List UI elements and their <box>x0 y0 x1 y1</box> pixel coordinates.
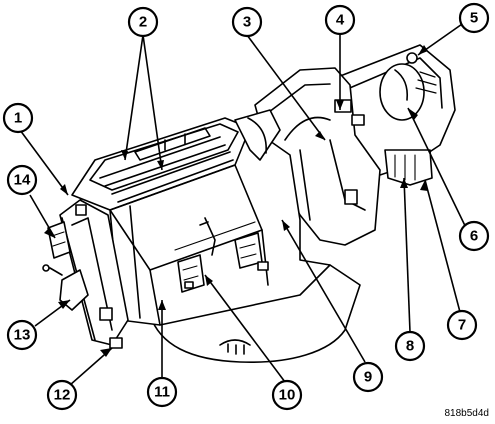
lower-housing <box>149 264 361 364</box>
callout-circle-14 <box>6 164 38 196</box>
leader-8 <box>403 177 411 333</box>
leader-10 <box>204 274 286 383</box>
callout-label-5: 5 <box>470 10 478 27</box>
housing-line-art <box>42 44 456 364</box>
leader-3 <box>246 34 326 141</box>
callout-circle-5 <box>458 2 490 34</box>
leader-9 <box>281 219 366 363</box>
callout-label-8: 8 <box>406 338 414 355</box>
arrowheads <box>44 45 428 357</box>
callout-label-1: 1 <box>14 110 22 127</box>
callout-circle-1 <box>2 102 34 134</box>
callout-circle-13 <box>6 319 38 351</box>
leader-6 <box>407 107 471 237</box>
blower-motor <box>379 63 425 121</box>
leader-14 <box>29 194 56 239</box>
leader-2b <box>142 34 163 171</box>
callout-label-9: 9 <box>364 369 372 386</box>
callout-circle-7 <box>446 309 478 341</box>
leader-7 <box>424 179 461 313</box>
callout-circle-4 <box>324 4 356 36</box>
callout-circles <box>2 2 490 411</box>
callout-circle-10 <box>271 379 303 411</box>
callout-label-3: 3 <box>243 14 251 31</box>
callout-label-2: 2 <box>139 14 147 31</box>
callout-label-14: 14 <box>14 172 31 189</box>
callout-label-10: 10 <box>279 387 296 404</box>
callout-circle-12 <box>46 379 78 411</box>
callout-circle-2 <box>127 6 159 38</box>
leader-2a <box>124 34 144 161</box>
leader-1 <box>19 129 69 196</box>
callout-label-11: 11 <box>154 384 170 401</box>
callout-label-12: 12 <box>54 387 71 404</box>
blower-outlet <box>384 149 433 186</box>
callout-circle-9 <box>352 361 384 393</box>
callout-circle-3 <box>231 6 263 38</box>
callout-circle-8 <box>394 330 426 362</box>
drain-tube <box>59 269 89 311</box>
temp-sensor-connector <box>47 221 71 259</box>
callout-labels: 1 2 3 4 5 6 7 8 9 10 11 12 13 14 <box>14 10 479 404</box>
callout-label-6: 6 <box>470 228 478 245</box>
callout-label-4: 4 <box>336 12 345 29</box>
callout-circle-11 <box>146 376 178 408</box>
callout-label-7: 7 <box>458 317 466 334</box>
figure-code: 818b5d4d <box>445 408 490 419</box>
callout-label-13: 13 <box>14 327 31 344</box>
callout-circle-6 <box>458 220 490 252</box>
